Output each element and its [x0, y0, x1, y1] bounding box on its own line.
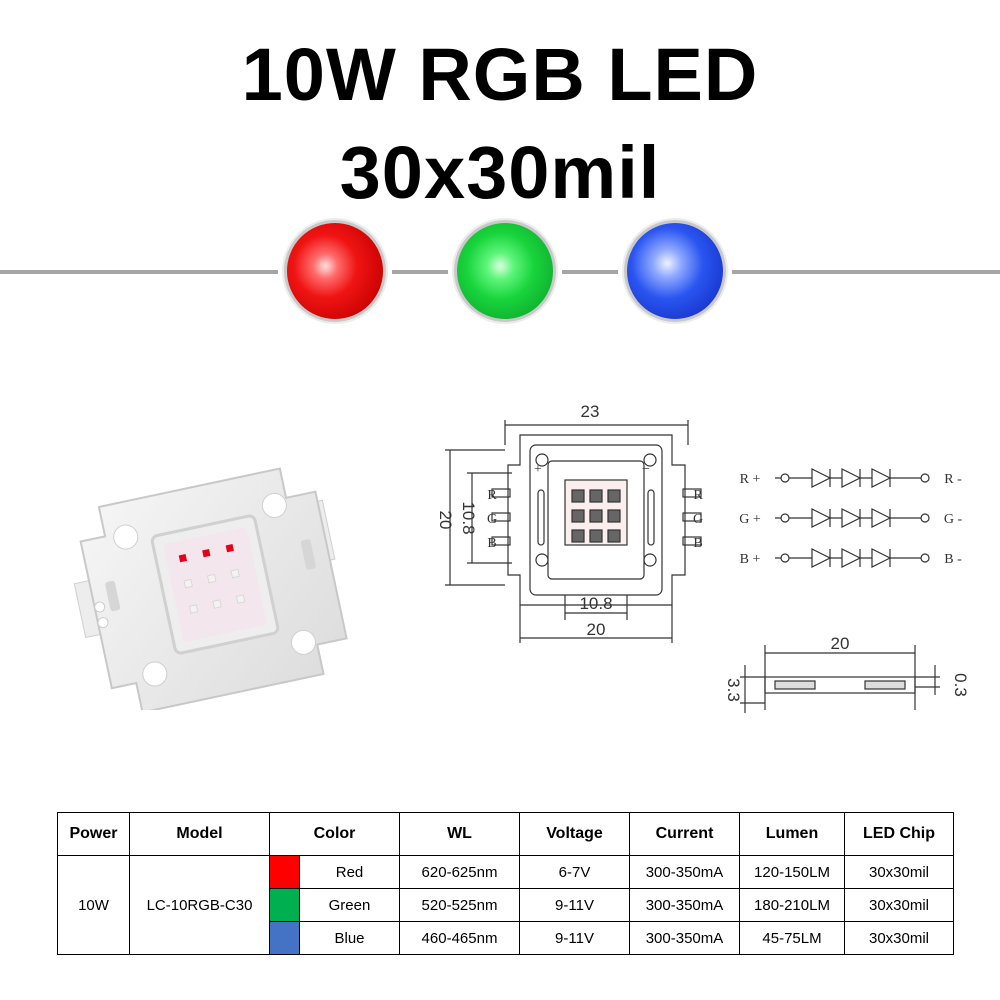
header-current: Current — [629, 812, 740, 856]
header-color: Color — [269, 812, 400, 856]
green-swatch — [269, 888, 300, 922]
pin-g-left: G — [487, 512, 497, 527]
lumen-cell: 180-210LM — [739, 888, 845, 922]
wl-cell: 620-625nm — [399, 855, 520, 889]
lumen-cell: 45-75LM — [739, 921, 845, 955]
header-led-chip: LED Chip — [844, 812, 954, 856]
header-power: Power — [57, 812, 130, 856]
led-module-photo — [73, 467, 348, 710]
chip-cell: 30x30mil — [844, 888, 954, 922]
voltage-cell: 6-7V — [519, 855, 630, 889]
circuit-b-plus: B + — [740, 552, 761, 567]
table-row: 10W LC-10RGB-C30 Red 620-625nm 6-7V 300-… — [57, 855, 954, 955]
minus-label: − — [642, 462, 650, 477]
circuit-g-minus: G - — [944, 512, 963, 527]
header-voltage: Voltage — [519, 812, 630, 856]
title-line-2: 30x30mil — [339, 131, 661, 214]
circuit-b-minus: B - — [944, 552, 962, 567]
red-swatch — [269, 855, 300, 889]
title-line-1: 10W RGB LED — [241, 33, 759, 116]
chip-cell: 30x30mil — [844, 921, 954, 955]
dim-height-left: 20 — [436, 511, 455, 530]
table-row: Green 520-525nm 9-11V 300-350mA 180-210L… — [58, 888, 954, 922]
divider-line — [0, 270, 278, 274]
dimension-drawing: 23 20 10.8 10.8 20 20 3.3 0.3 + − R G B … — [436, 402, 970, 713]
dim-base-width: 20 — [587, 620, 606, 639]
wl-cell: 460-465nm — [399, 921, 520, 955]
current-cell: 300-350mA — [629, 921, 740, 955]
wl-cell: 520-525nm — [399, 888, 520, 922]
color-cell: Green — [299, 888, 400, 922]
dim-side-height: 3.3 — [724, 678, 743, 702]
dim-width-top: 23 — [581, 402, 600, 421]
pin-g-right: G — [693, 512, 703, 527]
voltage-cell: 9-11V — [519, 921, 630, 955]
current-cell: 300-350mA — [629, 855, 740, 889]
spec-table: Power Model Color WL Voltage Current Lum… — [57, 812, 954, 955]
red-led-glow — [284, 220, 386, 322]
pin-r-left: R — [487, 488, 497, 503]
power-cell: 10W — [57, 855, 130, 955]
voltage-cell: 9-11V — [519, 888, 630, 922]
chip-cell: 30x30mil — [844, 855, 954, 889]
table-header-row: Power Model Color WL Voltage Current Lum… — [57, 812, 954, 856]
plus-label: + — [534, 462, 542, 477]
header-wl: WL — [399, 812, 520, 856]
blue-swatch — [269, 921, 300, 955]
pin-r-right: R — [693, 488, 703, 503]
dim-side-width: 20 — [831, 634, 850, 653]
table-row: Blue 460-465nm 9-11V 300-350mA 45-75LM 3… — [58, 921, 954, 955]
blue-led-glow — [624, 220, 726, 322]
model-cell: LC-10RGB-C30 — [129, 855, 270, 955]
divider-line — [562, 270, 618, 274]
dim-side-thickness: 0.3 — [951, 673, 970, 697]
color-cell: Blue — [299, 921, 400, 955]
green-led-glow — [454, 220, 556, 322]
circuit-g-plus: G + — [739, 512, 761, 527]
current-cell: 300-350mA — [629, 888, 740, 922]
header-model: Model — [129, 812, 270, 856]
dim-chip-height: 10.8 — [459, 501, 478, 534]
lumen-cell: 120-150LM — [739, 855, 845, 889]
dim-chip-width: 10.8 — [579, 594, 612, 613]
pin-b-left: B — [487, 536, 496, 551]
pin-b-right: B — [693, 536, 702, 551]
divider-line — [732, 270, 1000, 274]
header-lumen: Lumen — [739, 812, 845, 856]
circuit-r-plus: R + — [740, 472, 761, 487]
divider-line — [392, 270, 448, 274]
circuit-r-minus: R - — [944, 472, 962, 487]
color-cell: Red — [299, 855, 400, 889]
